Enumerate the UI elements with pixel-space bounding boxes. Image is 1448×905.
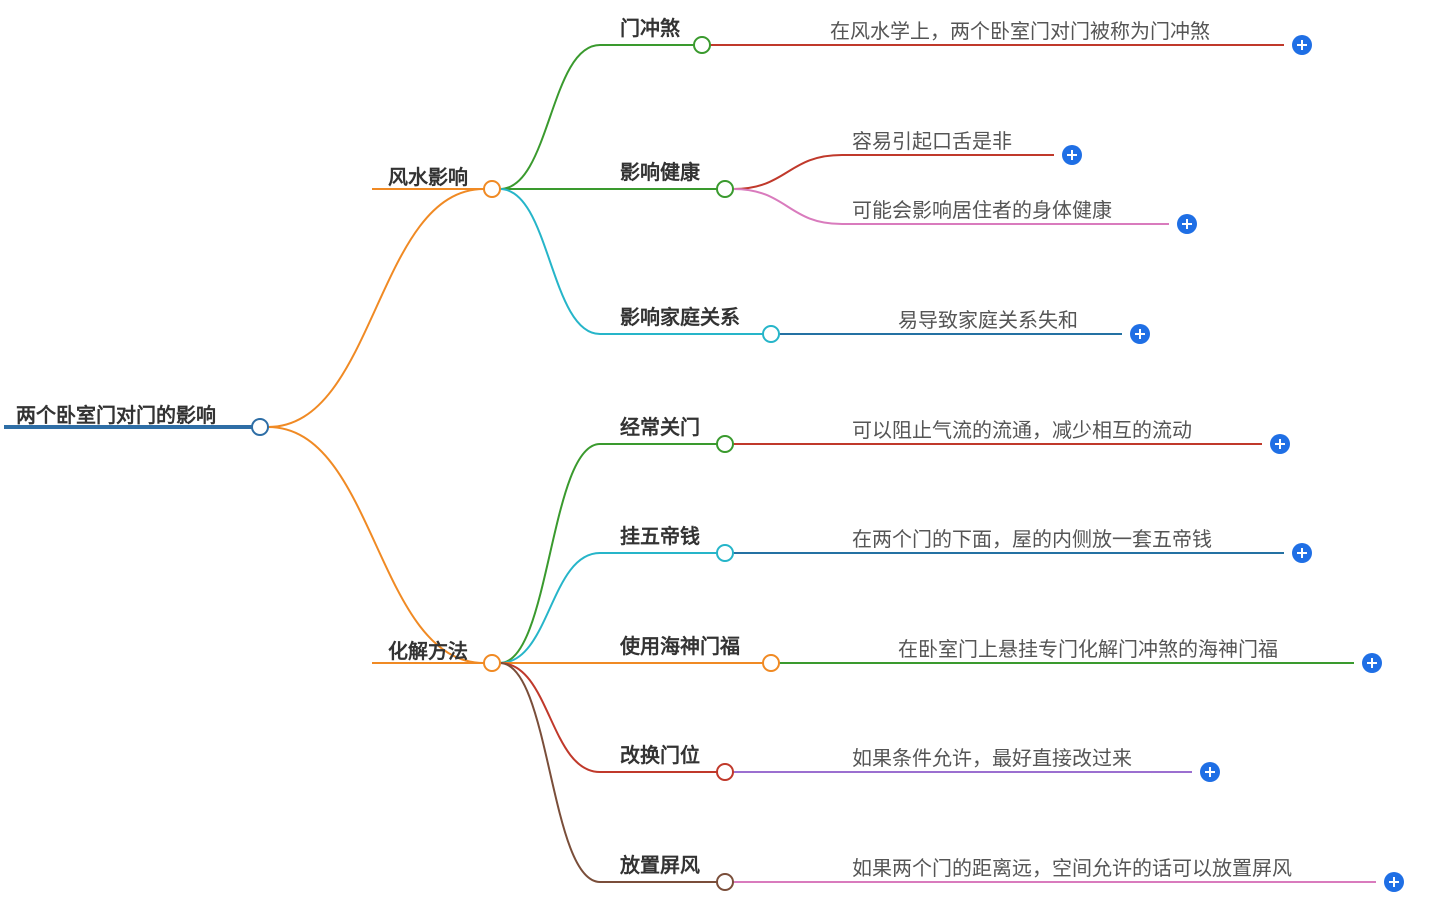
root-node-dot[interactable]	[251, 418, 269, 436]
branch-connector-fengshui	[267, 188, 485, 428]
topic-label-menfu: 使用海神门福	[619, 634, 740, 658]
leaf-connector-jiankang-1	[732, 188, 843, 225]
topic-dot-pingfeng[interactable]	[716, 873, 734, 891]
expand-button-wudiqian-0[interactable]	[1292, 543, 1312, 563]
branch-dot-fengshui[interactable]	[483, 180, 501, 198]
topic-label-pingfeng: 放置屏风	[619, 853, 700, 877]
leaf-connector-jiankang-0	[732, 154, 843, 190]
leaf-text-jiankang-1: 可能会影响居住者的身体健康	[852, 198, 1112, 222]
leaf-text-jiankang-0: 容易引起口舌是非	[852, 129, 1012, 153]
leaf-text-menfu-0: 在卧室门上悬挂专门化解门冲煞的海神门福	[898, 637, 1278, 661]
topic-label-menchongsha: 门冲煞	[620, 16, 681, 40]
expand-button-pingfeng-0[interactable]	[1384, 872, 1404, 892]
branch-connector-huajie	[267, 426, 485, 664]
topic-label-gaihuan: 改换门位	[620, 743, 700, 767]
topic-connector-menchongsha	[499, 44, 601, 190]
topic-connector-jiating	[499, 188, 601, 335]
expand-button-menchongsha-0[interactable]	[1292, 35, 1312, 55]
expand-button-jiankang-1[interactable]	[1177, 214, 1197, 234]
leaf-text-guanmen-0: 可以阻止气流的流通，减少相互的流动	[852, 418, 1192, 442]
expand-button-jiating-0[interactable]	[1130, 324, 1150, 344]
topic-label-jiankang: 影响健康	[620, 160, 701, 184]
topic-connector-pingfeng	[499, 662, 601, 883]
leaf-text-menchongsha-0: 在风水学上，两个卧室门对门被称为门冲煞	[830, 19, 1210, 43]
topic-dot-guanmen[interactable]	[716, 435, 734, 453]
topic-dot-menfu[interactable]	[762, 654, 780, 672]
topic-label-jiating: 影响家庭关系	[620, 305, 740, 329]
topic-connector-gaihuan	[499, 662, 601, 773]
branch-label-huajie: 化解方法	[388, 639, 468, 663]
topic-dot-gaihuan[interactable]	[716, 763, 734, 781]
topic-label-guanmen: 经常关门	[620, 415, 700, 439]
expand-button-guanmen-0[interactable]	[1270, 434, 1290, 454]
expand-button-gaihuan-0[interactable]	[1200, 762, 1220, 782]
leaf-text-gaihuan-0: 如果条件允许，最好直接改过来	[852, 746, 1132, 770]
topic-connector-guanmen	[499, 443, 601, 664]
topic-label-wudiqian: 挂五帝钱	[620, 524, 700, 548]
mindmap-nodes: 两个卧室门对门的影响 风水影响 门冲煞 在风水学上，两个卧室门对门被称为门冲煞影响健康…	[16, 16, 1404, 892]
branch-dot-huajie[interactable]	[483, 654, 501, 672]
leaf-text-wudiqian-0: 在两个门的下面，屋的内侧放一套五帝钱	[852, 527, 1212, 551]
expand-button-jiankang-0[interactable]	[1062, 145, 1082, 165]
topic-dot-jiankang[interactable]	[716, 180, 734, 198]
expand-button-menfu-0[interactable]	[1362, 653, 1382, 673]
topic-dot-menchongsha[interactable]	[693, 36, 711, 54]
root-label: 两个卧室门对门的影响	[16, 403, 216, 427]
topic-dot-jiating[interactable]	[762, 325, 780, 343]
mindmap-edges	[4, 44, 1376, 883]
leaf-text-jiating-0: 易导致家庭关系失和	[898, 308, 1078, 332]
topic-connector-wudiqian	[499, 552, 601, 664]
topic-dot-wudiqian[interactable]	[716, 544, 734, 562]
branch-label-fengshui: 风水影响	[388, 165, 468, 189]
leaf-text-pingfeng-0: 如果两个门的距离远，空间允许的话可以放置屏风	[852, 856, 1292, 880]
